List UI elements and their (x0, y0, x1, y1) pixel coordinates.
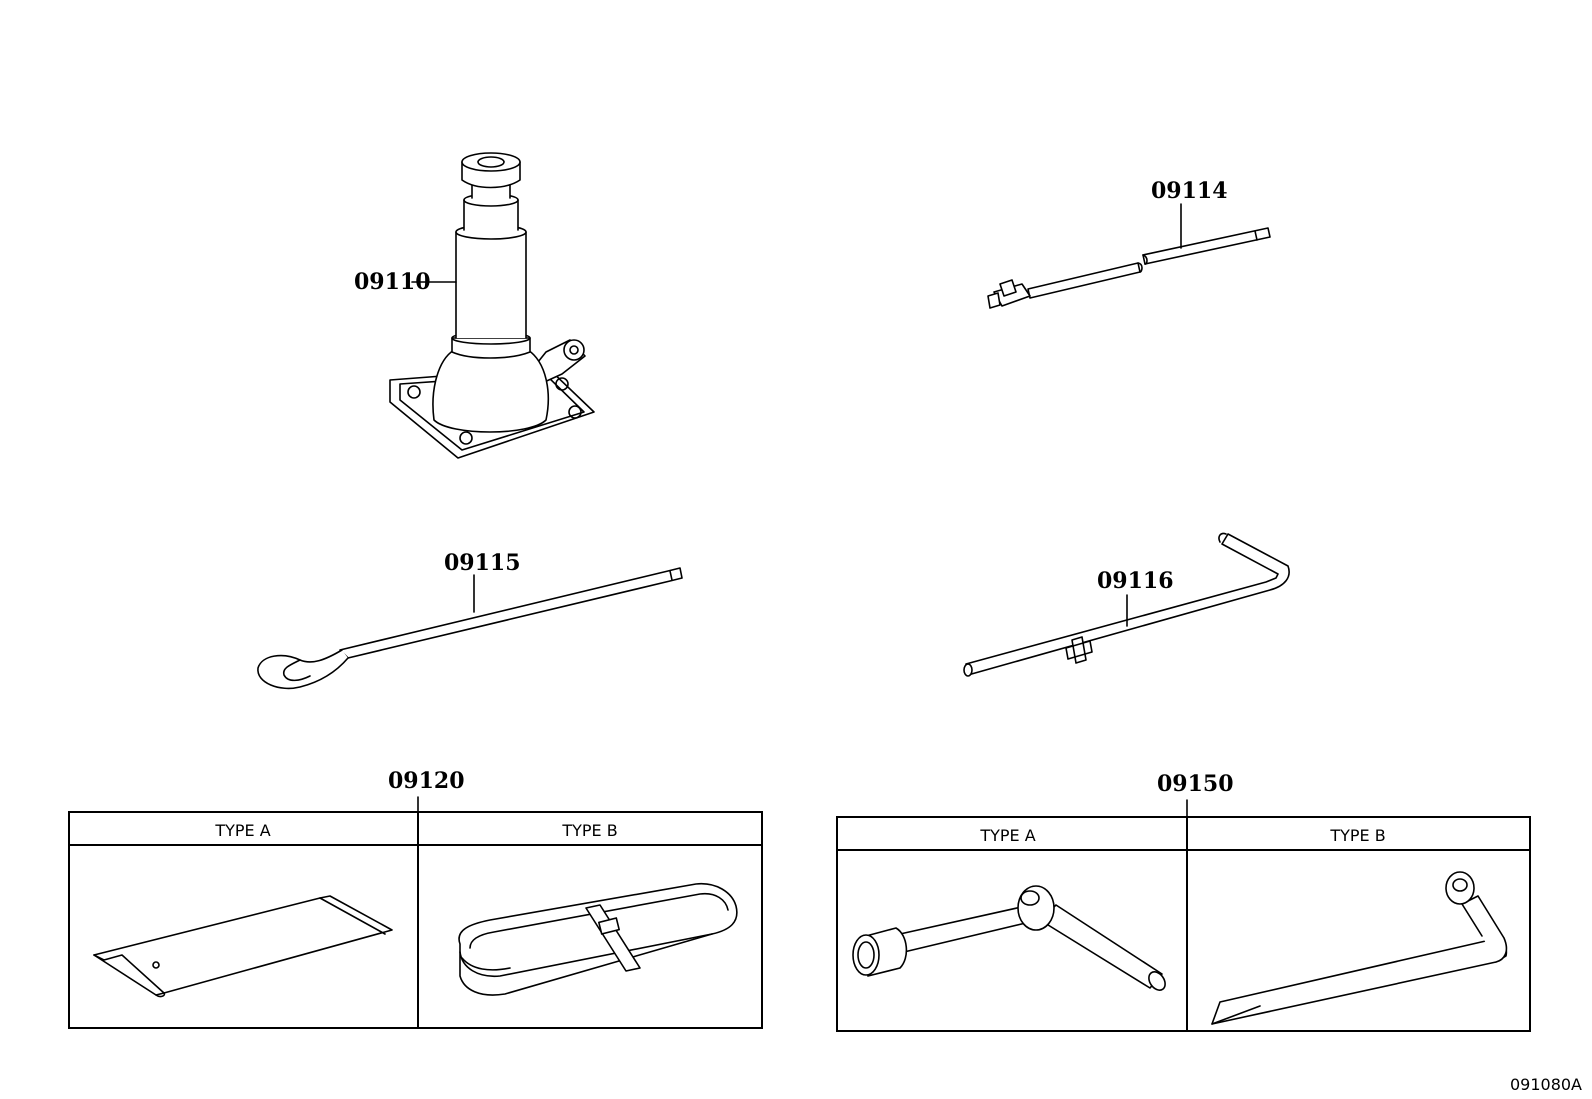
wrench-type-b-illustration (1211, 871, 1508, 1025)
part-number-09110: 09110 (354, 269, 431, 295)
part-number-09120: 09120 (388, 768, 465, 794)
tool-bag-type-b-label: TYPE B (561, 821, 617, 840)
part-number-09150: 09150 (1157, 771, 1234, 797)
tool-bag-type-table (68, 811, 763, 1029)
wrench-type-table (836, 816, 1531, 1032)
part-number-09114: 09114 (1151, 178, 1228, 204)
part-number-09115: 09115 (444, 550, 521, 576)
part-number-09116: 09116 (1097, 568, 1174, 594)
wrench-type-a-illustration (852, 885, 1166, 991)
tool-bag-type-a-label: TYPE A (214, 821, 270, 840)
jack-handle-extension-illustration (987, 203, 1271, 309)
jack-handle-rod-illustration (963, 532, 1290, 677)
tool-bag-type-a-illustration (93, 895, 393, 998)
jack-handle-illustration (257, 567, 683, 690)
tool-bag-type-b-illustration (458, 882, 738, 996)
wrench-type-b-label: TYPE B (1329, 826, 1385, 845)
jack-illustration (389, 152, 595, 459)
wrench-type-a-label: TYPE A (979, 826, 1035, 845)
diagram-id: 091080A (1510, 1075, 1582, 1094)
